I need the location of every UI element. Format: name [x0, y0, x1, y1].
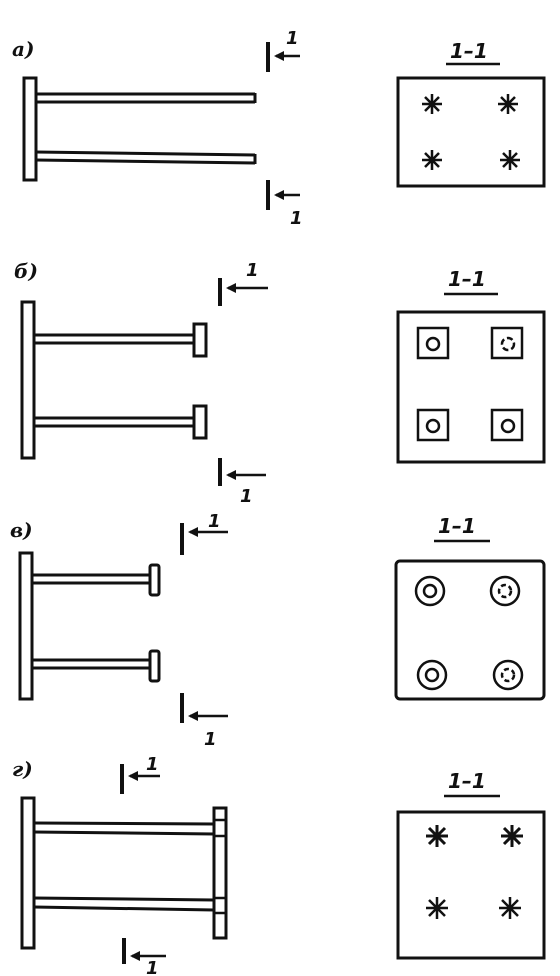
opposite-plate: [212, 806, 228, 940]
section-cut-mark-bottom: 1: [218, 458, 266, 507]
star-mark: [501, 825, 523, 847]
svg-text:1: 1: [290, 208, 303, 229]
section-cut-mark-bottom: 1: [122, 938, 166, 976]
anchor-rod-lower: [33, 896, 215, 912]
panel-b: б) 1 1 1–1: [14, 259, 546, 507]
svg-text:1: 1: [286, 28, 299, 49]
round-end-plate: [148, 563, 161, 597]
anchor-rod-lower: [32, 649, 161, 683]
wall-plate: [18, 551, 34, 701]
section-plate-a: [396, 76, 546, 188]
round-plate-mark: [416, 659, 448, 691]
section-title-g: 1–1: [448, 769, 486, 793]
section-plate-b: [396, 310, 546, 464]
star-mark: [422, 94, 442, 114]
svg-text:1: 1: [146, 754, 159, 775]
svg-text:1: 1: [208, 511, 221, 532]
square-plate-mark: [416, 408, 450, 442]
square-end-plate: [192, 404, 208, 440]
svg-text:1: 1: [240, 486, 253, 507]
anchor-rod-lower: [35, 150, 257, 165]
panel-v: в) 1 1 1–1: [10, 511, 546, 750]
square-end-plate: [192, 322, 208, 358]
star-mark: [422, 150, 442, 170]
star-mark: [500, 150, 520, 170]
round-plate-mark: [489, 575, 521, 607]
square-plate-mark: [416, 326, 450, 360]
round-plate-mark: [414, 575, 446, 607]
svg-text:1: 1: [204, 729, 217, 750]
square-plate-mark: [490, 326, 524, 360]
anchor-rod-lower: [34, 404, 208, 440]
section-cut-mark-top: 1: [120, 754, 160, 794]
star-mark: [499, 897, 521, 919]
square-plate-mark: [490, 408, 524, 442]
star-mark: [426, 897, 448, 919]
panel-label-v: в): [10, 518, 33, 542]
anchor-rod-upper: [34, 322, 208, 358]
wall-plate: [20, 796, 36, 950]
wall-plate: [20, 300, 36, 460]
anchor-rod-upper: [33, 821, 215, 836]
wall-plate: [22, 76, 38, 182]
round-plate-mark: [492, 659, 524, 691]
anchor-rod-upper: [36, 92, 257, 104]
anchor-rod-upper: [32, 563, 161, 597]
section-plate-g: [396, 810, 546, 960]
svg-text:1: 1: [146, 958, 159, 976]
section-title-a: 1–1: [450, 39, 488, 63]
panel-label-b: б): [14, 259, 38, 283]
panel-label-g: г): [12, 757, 33, 781]
svg-text:1: 1: [246, 260, 259, 281]
round-end-plate: [148, 649, 161, 683]
section-plate-v: [394, 559, 546, 701]
section-cut-mark-bottom: 1: [180, 693, 228, 750]
star-mark: [498, 94, 518, 114]
panel-g: г) 1 1 1–1: [12, 754, 546, 976]
section-title-v: 1–1: [438, 514, 476, 538]
section-cut-mark-bottom: 1: [266, 180, 303, 229]
section-title-b: 1–1: [448, 267, 486, 291]
section-cut-mark-top: 1: [266, 28, 300, 72]
section-cut-mark-top: 1: [180, 511, 228, 555]
panel-label-a: а): [12, 37, 34, 61]
panel-a: а) 1 1 1–1: [12, 28, 546, 229]
section-cut-mark-top: 1: [218, 260, 268, 306]
star-mark: [426, 825, 448, 847]
